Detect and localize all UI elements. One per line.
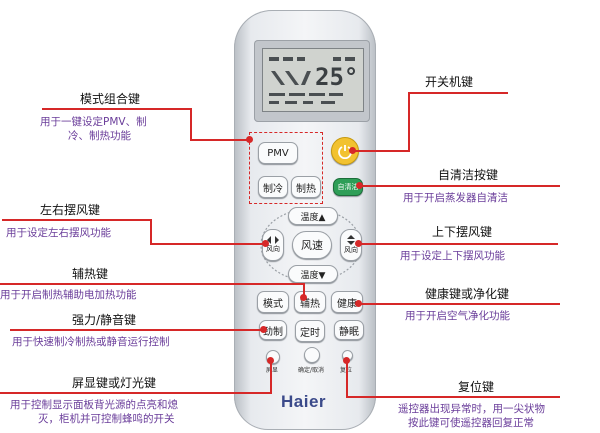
reset-desc: 遥控器出现异常时，用一尖状物 按此键可使遥控器回复正常 [398,402,545,430]
aux-heat-desc: 用于开启制热辅助电加热功能 [0,288,137,302]
aux-heat-title: 辅热键 [72,267,109,281]
health-dot [355,300,362,307]
aux-heat-leader-h [0,283,305,285]
power-leader-v [408,92,410,152]
display-light-desc-line1: 用于控制显示面板背光源的点亮和熄 [10,399,178,411]
self-clean-desc-line1: 用于开启蒸发器自清洁 [403,192,508,204]
temp-up-button[interactable]: 温度▲ [288,207,338,225]
self-clean-dot [356,182,363,189]
self-clean-leader [360,185,560,187]
swing-lr-leader-h2 [150,243,265,245]
display-light-desc-line2: 灭，柜机并可控制蜂鸣的开关 [38,413,175,425]
power-leader-h2 [352,150,410,152]
fan-speed-button[interactable]: 风速 [292,231,332,259]
reset-title: 复位键 [458,380,495,394]
display-light-leader-h [0,392,272,394]
self-clean-desc: 用于开启蒸发器自清洁 [403,191,508,205]
mode-combo-leader-h2 [190,139,250,141]
aux-heat-button[interactable]: 辅热 [294,291,326,313]
pmv-button[interactable]: PMV [258,142,298,164]
display-light-dot [267,357,274,364]
mode-combo-dot [246,136,253,143]
strong-silent-desc: 用于快速制冷制热或静音运行控制 [12,335,170,349]
display-light-title: 屏显键或灯光键 [72,376,157,390]
mode-combo-group-outline [249,132,323,204]
lcd-screen: 25° [262,48,364,112]
lcd-temperature: 25° [315,63,359,91]
mode-button[interactable]: 模式 [257,291,289,313]
lcd-segments-icon [269,57,355,104]
swing-left-right-icon [267,236,279,244]
health-title: 健康键或净化键 [425,287,510,301]
mode-combo-desc-line1: 用于一键设定PMV、制 [40,116,147,128]
display-light-desc: 用于控制显示面板背光源的点亮和熄 灭，柜机并可控制蜂鸣的开关 [10,398,178,426]
temp-down-button[interactable]: 温度▼ [288,265,338,283]
mode-combo-title: 模式组合键 [80,92,141,106]
swing-up-down-icon [347,235,355,245]
swing-lr-button[interactable]: 风向 [262,229,284,261]
display-light-leader-v [270,360,272,394]
health-leader [358,303,560,305]
reset-leader-v [346,360,348,398]
cool-button[interactable]: 制冷 [258,176,288,198]
power-title: 开关机键 [425,75,474,89]
power-leader-h [408,92,508,94]
swing-ud-desc-line1: 用于设定上下摆风功能 [400,250,505,262]
swing-lr-leader-v [150,219,152,245]
timer-button[interactable]: 定时 [295,320,325,342]
strong-silent-dot [260,326,267,333]
strong-silent-leader [10,329,263,331]
mode-combo-desc-line2: 冷、制热功能 [68,130,131,142]
silent-button[interactable]: 静眠 [334,320,364,340]
mode-combo-leader-v [190,108,192,140]
reset-desc-line1: 遥控器出现异常时，用一尖状物 [398,403,545,415]
swing-ud-dot [355,240,362,247]
swing-ud-title: 上下摆风键 [432,225,493,239]
strong-silent-desc-line1: 用于快速制冷制热或静音运行控制 [12,336,170,348]
swing-ud-button[interactable]: 风向 [340,229,362,261]
mode-combo-leader [42,108,192,110]
swing-ud-desc: 用于设定上下摆风功能 [400,249,505,263]
swing-lr-desc: 用于设定左右摆风功能 [6,226,111,240]
brand-logo: Haier [281,392,327,411]
power-dot [349,147,356,154]
confirm-cancel-label: 确定/取消 [297,367,325,374]
heat-button[interactable]: 制热 [291,176,321,198]
swing-ud-label: 风向 [344,246,358,254]
reset-desc-line2: 按此键可使遥控器回复正常 [408,417,534,429]
swing-ud-leader [358,243,558,245]
aux-heat-leader-v [303,283,305,297]
aux-heat-desc-line1: 用于开启制热辅助电加热功能 [0,289,137,301]
swing-lr-desc-line1: 用于设定左右摆风功能 [6,227,111,239]
reset-dot [343,357,350,364]
swing-lr-dot [262,240,269,247]
health-desc-line1: 用于开启空气净化功能 [405,310,510,322]
strong-silent-title: 强力/静音键 [72,313,137,327]
display-light-label: 屏显 [262,365,282,374]
aux-heat-dot [300,294,307,301]
health-button[interactable]: 健康 [331,291,363,313]
swing-lr-leader-h [2,219,152,221]
health-desc: 用于开启空气净化功能 [405,309,510,323]
self-clean-title: 自清洁按键 [438,168,499,182]
reset-label: 复位 [336,365,356,374]
confirm-cancel-button[interactable] [304,347,320,363]
swing-lr-title: 左右摆风键 [40,203,101,217]
swing-lr-label: 风向 [266,245,280,253]
reset-leader-h [348,396,560,398]
mode-combo-desc: 用于一键设定PMV、制 冷、制热功能 [40,115,147,143]
